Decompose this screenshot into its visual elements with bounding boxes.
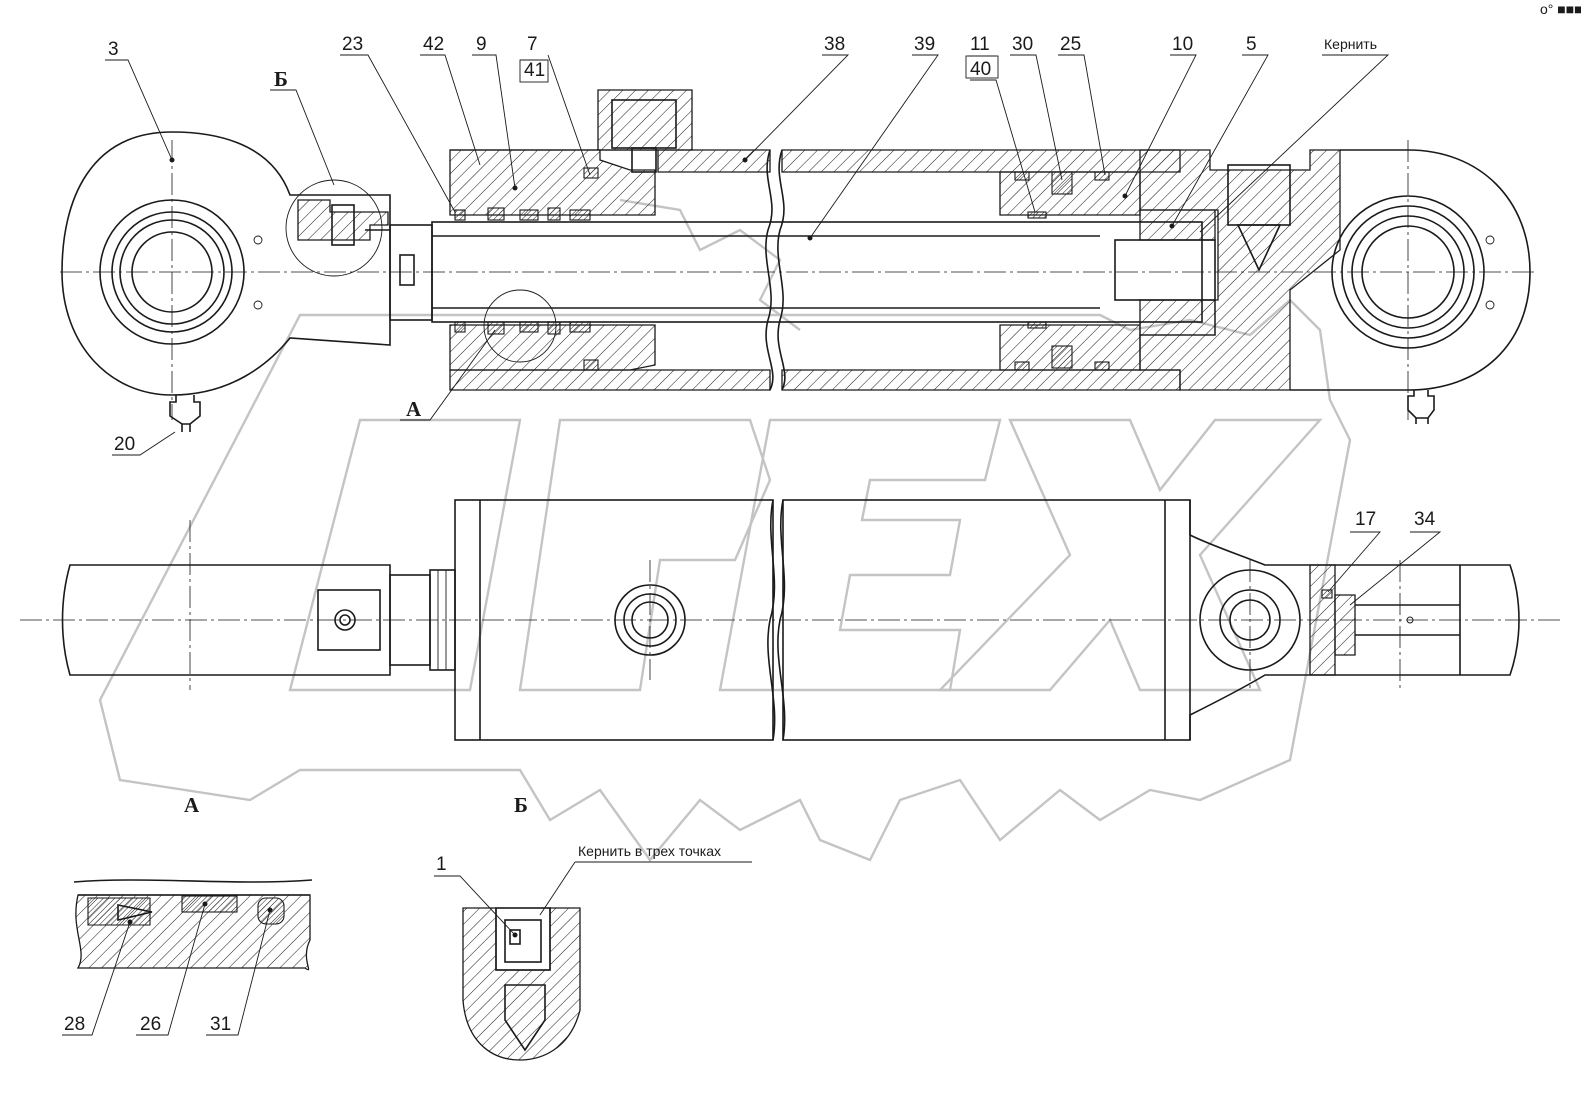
- callout-3: 3: [108, 39, 119, 60]
- callout-28: 28: [64, 1014, 85, 1035]
- callout-25: 25: [1060, 34, 1081, 55]
- cylinder-tube: [449, 149, 1181, 391]
- piston-nut: [1114, 209, 1216, 336]
- callout-17: 17: [1355, 509, 1376, 530]
- callout-41: 41: [524, 60, 545, 81]
- detail-a-callout: А: [406, 397, 422, 421]
- port-boss: [597, 89, 693, 173]
- callout-30: 30: [1012, 34, 1033, 55]
- callout-39: 39: [914, 34, 935, 55]
- watermark-logo: [98, 198, 1352, 862]
- external-view-bottom: [20, 499, 1560, 741]
- callout-kernit: Кернить: [1324, 36, 1377, 52]
- detail-a-title: А: [184, 793, 200, 817]
- callout-23: 23: [342, 34, 363, 55]
- callout-kernit-three: Кернить в трех точках: [578, 843, 721, 859]
- callout-34: 34: [1414, 509, 1436, 530]
- callout-9: 9: [476, 34, 487, 55]
- piston: [999, 171, 1141, 371]
- corner-mark: o° ■■■: [1540, 1, 1581, 17]
- gland-bush: [449, 149, 656, 371]
- detail-b-marker: [285, 179, 390, 277]
- detail-b-callout: Б: [274, 67, 288, 91]
- labels-bottom: 17 34: [1355, 509, 1436, 530]
- callout-40: 40: [970, 59, 991, 80]
- callout-11: 11: [970, 34, 990, 55]
- callout-1: 1: [436, 854, 447, 875]
- rod-eye-left: [61, 131, 391, 432]
- callout-42: 42: [423, 34, 444, 55]
- callout-5: 5: [1246, 34, 1257, 55]
- callout-10: 10: [1172, 34, 1193, 55]
- detail-b-title: Б: [514, 793, 528, 817]
- callout-26: 26: [140, 1014, 161, 1035]
- piston-rod: [389, 221, 1203, 323]
- callout-20: 20: [114, 434, 135, 455]
- labels-top: 3 23 42 9 7 41 38 39 11 40 30 25 10 5 Ке…: [108, 1, 1581, 455]
- detail-b: Б 1 Кернить в трех точках: [434, 793, 752, 1061]
- callout-31: 31: [210, 1014, 231, 1035]
- detail-a: А 28 26 31: [62, 793, 313, 1036]
- leaders-bottom: [1327, 531, 1442, 606]
- section-view-top: [60, 89, 1535, 432]
- cylinder-bottom-eye: [1139, 149, 1531, 424]
- leaders-top: [105, 54, 1390, 456]
- callout-7: 7: [527, 34, 538, 55]
- callout-38: 38: [824, 34, 845, 55]
